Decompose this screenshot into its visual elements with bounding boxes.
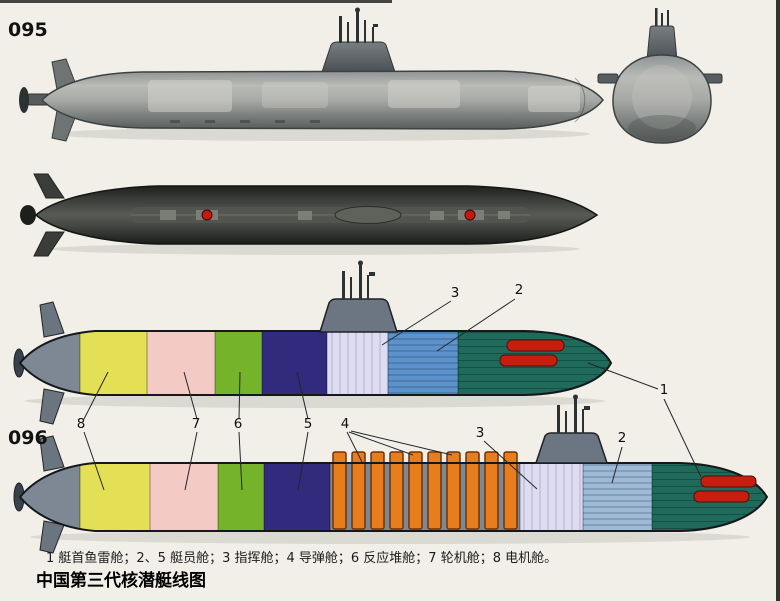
crew-deck-texture xyxy=(388,331,458,395)
bulkhead-lines xyxy=(79,463,653,531)
side-view-095-gray xyxy=(19,7,604,142)
hull-outline xyxy=(18,462,769,532)
sail-masts xyxy=(339,7,378,43)
callout-5: 5 xyxy=(304,416,313,432)
compartment-legend-caption: 1 艇首鱼雷舱；2、5 艇员舱；3 指挥舱；4 导弹舱；6 反应堆舱；7 轮机舱… xyxy=(46,550,557,566)
callout-3-095: 3 xyxy=(451,285,460,301)
cutaway-095 xyxy=(13,260,613,425)
missile-tube xyxy=(408,451,423,530)
torpedoes xyxy=(499,339,565,367)
sail-masts xyxy=(655,8,669,28)
hull-outline xyxy=(18,330,613,396)
diagram-title: 中国第三代核潜艇线图 xyxy=(36,570,206,591)
stern-fin-bottom xyxy=(33,231,65,257)
missile-tube xyxy=(332,451,347,530)
bulkhead-lines xyxy=(79,331,459,395)
missile-tube xyxy=(446,451,461,530)
missile-tube xyxy=(465,451,480,530)
callout-2-095: 2 xyxy=(515,282,524,298)
hull-highlight xyxy=(632,65,692,129)
compartment-6-reactor xyxy=(215,331,262,395)
propeller xyxy=(20,205,36,225)
callout-3-096: 3 xyxy=(476,425,485,441)
scan-edge-right xyxy=(776,0,780,601)
missile-tube xyxy=(427,451,442,530)
plan-view xyxy=(20,173,599,257)
stern-fin-top xyxy=(33,173,65,199)
command-frame-texture xyxy=(327,331,388,395)
missile-tube xyxy=(484,451,499,530)
missile-tube xyxy=(370,451,385,530)
crew-deck-texture xyxy=(583,463,652,531)
missile-tube xyxy=(351,451,366,530)
compartment-7-turbine xyxy=(150,463,218,531)
sail xyxy=(318,298,399,333)
sail xyxy=(321,41,396,73)
command-frame-texture xyxy=(520,463,583,531)
hull-light-panels xyxy=(148,80,580,112)
stern-upper-fin xyxy=(39,301,65,338)
sail xyxy=(646,25,678,61)
callout-6: 6 xyxy=(234,416,243,432)
compartment-5-crew-aft xyxy=(264,463,330,531)
stern-lower-fin xyxy=(39,388,65,425)
scan-shadows xyxy=(25,127,750,544)
sail-masts xyxy=(342,260,375,300)
callout-7: 7 xyxy=(192,416,201,432)
callout-numbers: 3 2 1 8 7 6 5 4 3 2 xyxy=(77,282,669,446)
missile-tube xyxy=(389,451,404,530)
hull-lower-shading xyxy=(628,115,696,141)
propeller xyxy=(19,87,29,113)
scan-edge-top xyxy=(0,0,392,3)
port-plane xyxy=(597,73,619,84)
stern-upper-fin xyxy=(39,435,65,472)
compartment-7-turbine xyxy=(147,331,215,395)
compartment-8-electric xyxy=(80,331,147,395)
sail xyxy=(534,432,609,464)
red-marker-aft xyxy=(201,209,213,221)
label-095: 095 xyxy=(8,19,48,41)
missile-tubes xyxy=(332,451,518,530)
callout-1: 1 xyxy=(660,382,669,398)
callout-4: 4 xyxy=(341,416,350,432)
callout-lines xyxy=(83,298,702,491)
callout-2-096: 2 xyxy=(618,430,627,446)
compartment-8-electric xyxy=(80,463,150,531)
callout-8: 8 xyxy=(77,416,86,432)
label-096: 096 xyxy=(8,427,48,449)
flood-ports xyxy=(170,120,320,123)
cutaway-096 xyxy=(13,394,769,554)
missile-tube xyxy=(503,451,518,530)
bow-sonar-line xyxy=(574,77,586,123)
sail-footprint xyxy=(334,206,402,224)
torpedoes xyxy=(693,475,757,503)
compartment-5-crew-aft xyxy=(262,331,327,395)
sail-masts xyxy=(557,394,590,433)
red-marker-fwd xyxy=(464,209,476,221)
front-view xyxy=(597,8,723,144)
hull-cross-section xyxy=(612,54,712,144)
